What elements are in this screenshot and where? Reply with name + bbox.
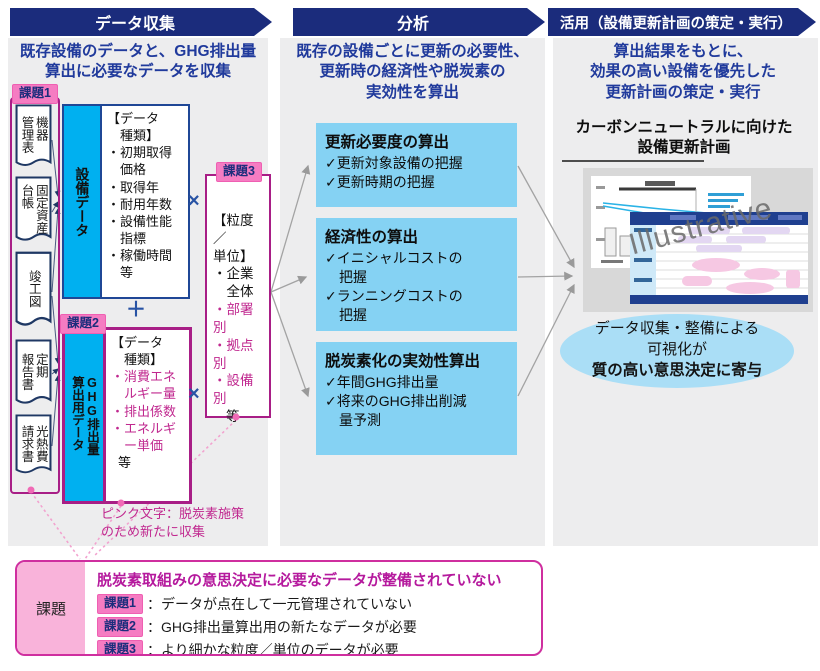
issues-label-cell: 課題 [17, 562, 85, 654]
plan-table-thumbnail [630, 212, 808, 304]
times-operator-2: × [188, 383, 200, 405]
issue3-badge: 課題3 [216, 162, 262, 182]
issues-title: 脱炭素取組みの意思決定に必要なデータが整備されていない [97, 572, 502, 589]
document-icon [15, 251, 52, 326]
source-doc-completion-drawing: 竣工図 [15, 251, 52, 333]
plan-title: カーボンニュートラルに向けた 設備更新計画 [575, 119, 793, 157]
source-doc-periodic-report: 定期 報告書 [15, 339, 52, 410]
issues-panel: 課題 脱炭素取組みの意思決定に必要なデータが整備されていない 課題1 ：データが… [15, 560, 543, 656]
analysis-box-title: 経済性の算出 [325, 229, 419, 246]
ghg-data-types: 【データ 種類】 ・消費エネ ルギー量 ・排出係数 ・エネルギ ー単価 等 [103, 330, 189, 501]
source-doc-label: 固定資産 台帳 [19, 183, 48, 234]
analysis-box-items: ✓イニシャルコストの 把握 ✓ランニングコストの 把握 [325, 250, 463, 324]
ghg-data-group: GHG排出量 算出用データ 【データ 種類】 ・消費エネ ルギー量 ・排出係数 … [62, 327, 192, 504]
granularity-head: 【粒度／ 単位】 [213, 213, 254, 264]
analysis-box-update-necessity: 更新必要度の算出 ✓更新対象設備の把握 ✓更新時期の把握 [316, 123, 517, 207]
pink-legend-note: ピンク文字：脱炭素施策 のため新たに収集 [101, 506, 245, 539]
phase-header-collect-label: データ収集 [94, 16, 175, 33]
equipment-data-group: 設備データ 【データ 種類】 ・初期取得 価格 ・取得年 ・耐用年数 ・設備性能… [62, 104, 190, 299]
document-icon [15, 176, 52, 241]
source-doc-label: 機器 管理表 [19, 116, 48, 154]
equipment-data-types: 【データ 種類】 ・初期取得 価格 ・取得年 ・耐用年数 ・設備性能 指標 ・稼… [100, 106, 188, 297]
issue-row-badge: 課題3 [97, 640, 143, 654]
analysis-box-decarbonization: 脱炭素化の実効性算出 ✓年間GHG排出量 ✓将来のGHG排出削減 量予測 [316, 342, 517, 455]
plus-operator: ＋ [126, 299, 146, 321]
granularity-tail: 等 [226, 408, 240, 424]
conclusion-text: データ収集・整備による 可視化が 質の高い意思決定に寄与 [548, 318, 806, 382]
issue-row-3: 課題3 ：より細かな粒度／単位のデータが必要 [97, 640, 531, 656]
phase-header-utilize: 活用（設備更新計画の策定・実行） [548, 8, 816, 36]
analysis-box-title: 更新必要度の算出 [325, 134, 450, 151]
ghg-types-pink-items: ・消費エネ ルギー量 ・排出係数 ・エネルギ ー単価 [111, 369, 177, 453]
ghg-data-band: GHG排出量 算出用データ [65, 330, 103, 501]
phase-desc-utilize: 算出結果をもとに、 効果の高い設備を優先した 更新計画の策定・実行 [589, 43, 776, 101]
analysis-box-economics: 経済性の算出 ✓イニシャルコストの 把握 ✓ランニングコストの 把握 [316, 218, 517, 331]
phase-header-analysis: 分析 [293, 8, 545, 36]
issue-row-text: ：データが点在して一元管理されていない [146, 596, 413, 612]
granularity-unit-box: 【粒度／ 単位】 ・企業 全体 ・部署別 ・拠点別 ・設備別 等 [205, 174, 271, 424]
conclusion-bold-line: 質の高い意思決定に寄与 [591, 362, 763, 379]
issue1-badge: 課題1 [12, 84, 58, 104]
conclusion-lines: データ収集・整備による 可視化が [594, 320, 760, 358]
phase-header-collect: データ収集 [10, 8, 272, 36]
source-doc-equipment-ledger: 機器 管理表 [15, 104, 52, 172]
analysis-box-items: ✓年間GHG排出量 ✓将来のGHG排出削減 量予測 [325, 374, 467, 429]
equipment-data-band: 設備データ [64, 106, 100, 297]
issue2-badge: 課題2 [60, 314, 106, 334]
ghg-types-head: 【データ 種類】 [111, 335, 164, 368]
plan-thumbnail-panel: Illustrative [583, 168, 813, 312]
issue-row-2: 課題2 ：GHG排出量算出用の新たなデータが必要 [97, 617, 531, 637]
issues-body: 脱炭素取組みの意思決定に必要なデータが整備されていない 課題1 ：データが点在し… [85, 562, 541, 654]
document-icon [15, 339, 52, 404]
issue-row-badge: 課題1 [97, 594, 143, 614]
issue-row-text: ：GHG排出量算出用の新たなデータが必要 [146, 619, 417, 635]
plan-title-underline [562, 160, 704, 162]
source-doc-utility-invoice: 光熱費 請求書 [15, 414, 52, 479]
source-doc-label: 光熱費 請求書 [19, 424, 48, 463]
analysis-box-title: 脱炭素化の実効性算出 [325, 353, 481, 370]
phase-desc-collect: 既存設備のデータと、GHG排出量 算出に必要なデータを収集 [19, 43, 257, 81]
phase-desc-analysis: 既存の設備ごとに更新の必要性、 更新時の経済性や脱炭素の 実効性を算出 [296, 43, 529, 101]
document-icon [15, 104, 52, 166]
document-icon [15, 414, 52, 474]
issue-row-1: 課題1 ：データが点在して一元管理されていない [97, 594, 531, 614]
source-doc-label: 竣工図 [26, 270, 41, 308]
phase-header-utilize-label: 活用（設備更新計画の策定・実行） [560, 15, 792, 32]
source-doc-label: 定期 報告書 [19, 352, 48, 391]
issue-row-badge: 課題2 [97, 617, 143, 637]
granularity-item-company: ・企業 全体 [213, 266, 254, 300]
source-doc-fixed-asset-register: 固定資産 台帳 [15, 176, 52, 247]
times-operator-1: × [188, 190, 200, 212]
ghg-types-tail: 等 [118, 455, 132, 471]
phase-header-analysis-label: 分析 [396, 16, 429, 33]
granularity-pink-items: ・部署別 ・拠点別 ・設備別 [213, 302, 254, 407]
issue-row-text: ：より細かな粒度／単位のデータが必要 [146, 642, 399, 656]
analysis-box-items: ✓更新対象設備の把握 ✓更新時期の把握 [325, 155, 463, 191]
conclusion-ellipse [560, 314, 794, 388]
